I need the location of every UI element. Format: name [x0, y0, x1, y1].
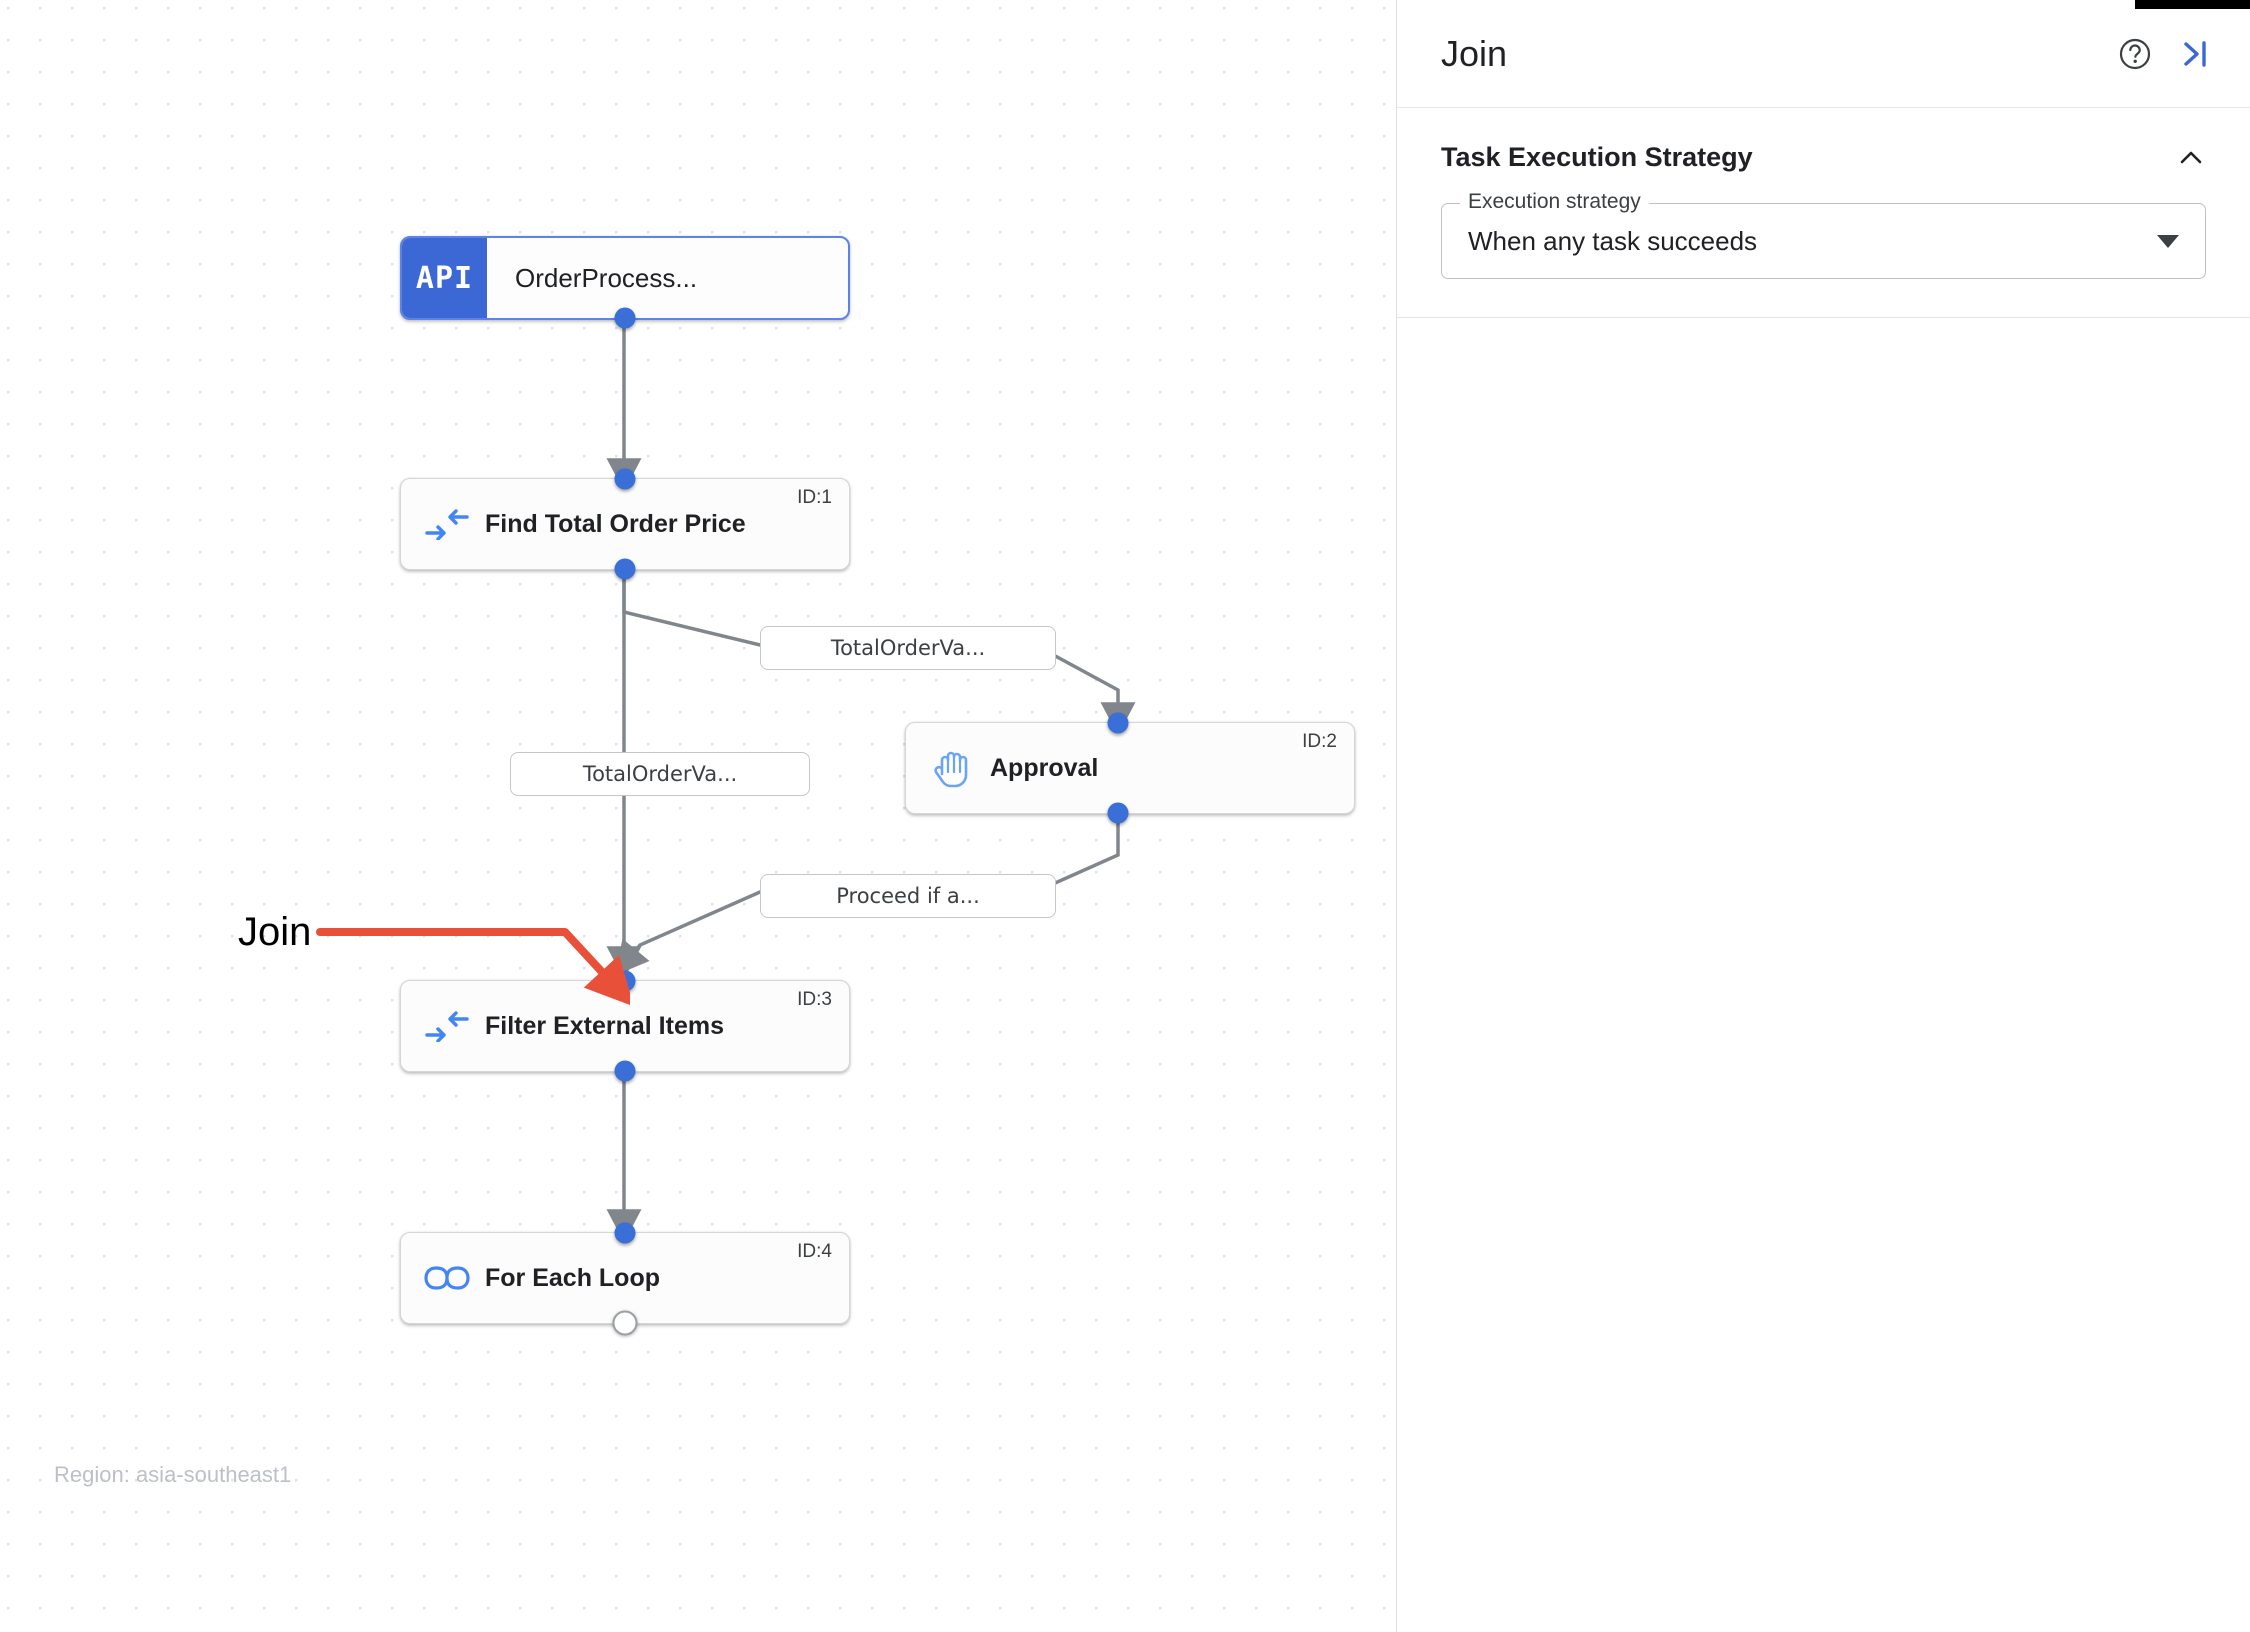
connector-output[interactable] — [614, 558, 636, 580]
top-edge-strip — [2135, 0, 2250, 9]
node-title: OrderProcess... — [515, 262, 698, 293]
panel-title: Join — [1441, 32, 1508, 74]
region-label: Region: asia-southeast1 — [54, 1462, 292, 1487]
chevron-up-icon[interactable] — [2176, 143, 2206, 173]
section-title: Task Execution Strategy — [1441, 142, 1753, 172]
merge-arrows-icon — [419, 508, 475, 540]
edge-label-total-order-value-1[interactable]: TotalOrderVa... — [760, 626, 1056, 670]
collapse-panel-icon[interactable] — [2178, 37, 2212, 71]
infinity-loop-icon — [419, 1265, 475, 1291]
node-for-each-loop[interactable]: For Each Loop ID:4 — [400, 1222, 850, 1336]
node-approval[interactable]: Approval ID:2 — [905, 712, 1355, 824]
node-title: For Each Loop — [485, 1263, 660, 1292]
connector-output[interactable] — [614, 1060, 636, 1082]
connector-input[interactable] — [614, 468, 636, 490]
edge-label-proceed-if-approved[interactable]: Proceed if a... — [760, 874, 1056, 918]
node-title: Approval — [990, 753, 1099, 782]
workflow-canvas[interactable]: API OrderProcess... Find Total Order Pri… — [0, 0, 1396, 1632]
execution-strategy-select[interactable]: Execution strategy When any task succeed… — [1441, 190, 2206, 279]
edge-label-total-order-value-2[interactable]: TotalOrderVa... — [510, 752, 810, 796]
connector-input[interactable] — [1107, 712, 1129, 734]
task-execution-strategy-section: Task Execution Strategy Execution strate… — [1397, 108, 2250, 318]
properties-panel: Join Task Execution Strategy — [1396, 0, 2250, 1632]
node-filter-external-items[interactable]: Filter External Items ID:3 — [400, 970, 850, 1082]
connector-output[interactable] — [612, 1310, 638, 1336]
execution-strategy-label: Execution strategy — [1460, 190, 1649, 214]
node-title: Find Total Order Price — [485, 509, 746, 538]
node-order-process[interactable]: API OrderProcess... — [400, 236, 850, 329]
node-title: Filter External Items — [485, 1011, 724, 1040]
panel-header: Join — [1397, 0, 2250, 108]
section-header[interactable]: Task Execution Strategy — [1441, 142, 2206, 173]
connector-output[interactable] — [614, 307, 636, 329]
connector-output[interactable] — [1107, 802, 1129, 824]
execution-strategy-value: When any task succeeds — [1468, 225, 1758, 256]
help-circle-icon[interactable] — [2118, 37, 2152, 71]
connector-input[interactable] — [614, 970, 636, 992]
merge-arrows-icon — [419, 1010, 475, 1042]
connector-input[interactable] — [614, 1222, 636, 1244]
node-id-badge: ID:1 — [797, 487, 832, 508]
api-badge-icon: API — [402, 238, 487, 318]
annotation-label-join: Join — [238, 910, 312, 954]
node-id-badge: ID:2 — [1302, 731, 1337, 752]
node-find-total-order-price[interactable]: Find Total Order Price ID:1 — [400, 468, 850, 580]
node-id-badge: ID:4 — [797, 1241, 832, 1262]
chevron-down-icon[interactable] — [2157, 234, 2179, 248]
raised-hand-icon — [924, 748, 980, 788]
node-id-badge: ID:3 — [797, 989, 832, 1010]
